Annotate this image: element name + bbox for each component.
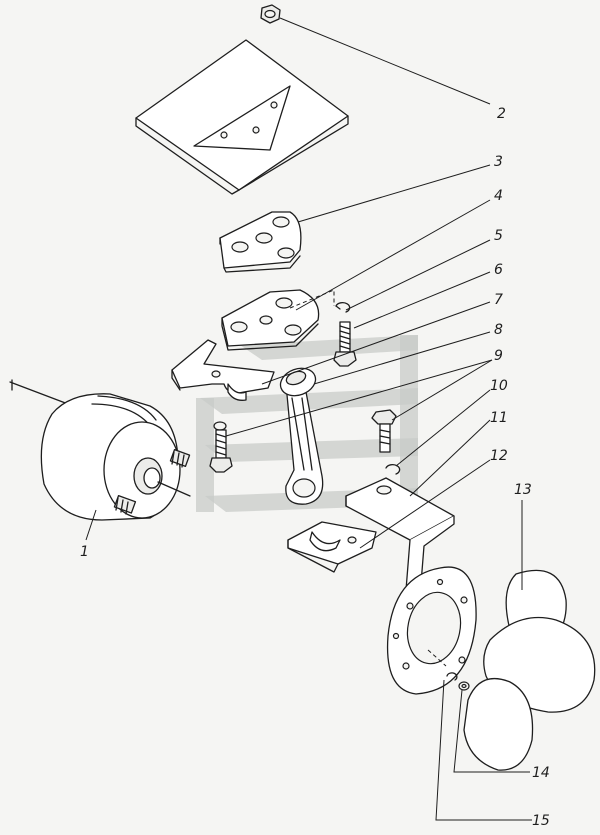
part-3-plate (219, 211, 302, 273)
part-2-nut (260, 4, 281, 24)
callout-2: 2 (497, 106, 506, 122)
callout-8: 8 (494, 322, 503, 338)
callout-7: 7 (494, 292, 503, 308)
callout-10: 10 (490, 378, 508, 394)
part-14-washer (458, 681, 470, 691)
callout-11: 11 (490, 410, 508, 426)
motor-terminal-top (169, 448, 191, 468)
part-4-plate (221, 289, 335, 351)
part-7-bracket (171, 339, 275, 401)
flange-ring (386, 566, 477, 695)
callout-1: 1 (80, 544, 89, 560)
callout-9: 9 (494, 348, 503, 364)
part-12-bracket (287, 521, 377, 573)
callout-4: 4 (494, 188, 503, 204)
callout-13: 13 (514, 482, 532, 498)
callout-5: 5 (494, 228, 503, 244)
fan-blades (463, 569, 596, 771)
callout-14: 14 (532, 765, 550, 781)
callout-12: 12 (490, 448, 508, 464)
part-1-motor (9, 379, 191, 521)
leader-lines (85, 17, 532, 821)
gasket-sheet (135, 39, 349, 195)
part-6-bolt (333, 321, 357, 367)
callout-15: 15 (532, 813, 550, 829)
part-15-washer (446, 672, 458, 681)
callout-3: 3 (494, 154, 503, 170)
part-9-bolt-left (209, 421, 233, 473)
motor-terminal-bottom (113, 494, 137, 515)
part-5-lock-washer (335, 301, 351, 313)
part-9-bolt-right (371, 409, 397, 453)
callout-labels: 2 3 4 5 6 7 8 9 10 11 12 13 1 14 15 (80, 106, 550, 829)
part-10-lock-washer (385, 463, 401, 475)
callout-6: 6 (494, 262, 503, 278)
part-8-connecting-rod (279, 367, 324, 505)
